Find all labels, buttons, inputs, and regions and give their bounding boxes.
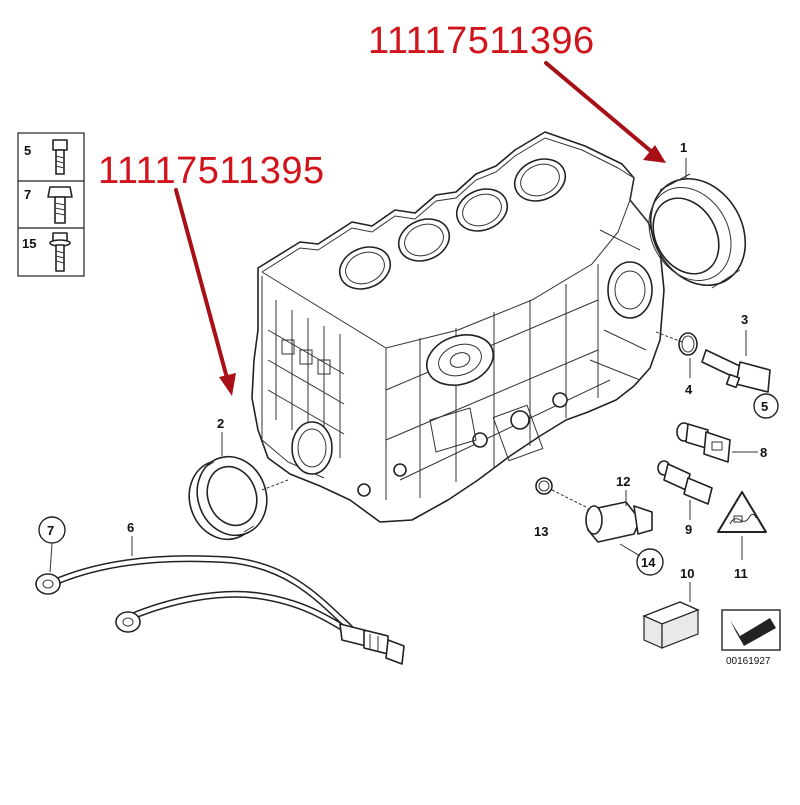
warning-triangle-icon	[717, 491, 767, 533]
part-number-upper: 11117511396	[368, 20, 595, 62]
front-crankshaft-seal	[188, 455, 268, 541]
callout-4: 4	[685, 382, 693, 397]
callout-9: 9	[685, 522, 692, 537]
callout-13: 13	[534, 524, 548, 539]
oil-pressure-switch	[676, 422, 731, 463]
knock-sensor-harness	[35, 555, 405, 665]
socket-head-bolt-icon	[52, 139, 68, 175]
part-number-left: 11117511395	[98, 150, 325, 192]
seal-kit-box	[642, 601, 700, 649]
callout-6: 6	[127, 520, 134, 535]
bolt-legend: 5 7 15	[17, 132, 85, 277]
cylinder-bores	[338, 158, 567, 290]
red-arrow-left	[174, 188, 236, 396]
callout-5: 5	[761, 399, 768, 414]
callout-14: 14	[641, 555, 656, 570]
engine-block	[251, 131, 665, 523]
collar-bolt-icon	[49, 232, 71, 272]
vanos-solenoid	[535, 477, 653, 543]
temperature-sensor	[657, 460, 713, 505]
callout-14-circle	[636, 548, 664, 576]
callout-11: 11	[734, 566, 748, 581]
callout-5-circle	[753, 393, 779, 419]
callout-3: 3	[741, 312, 748, 327]
legend-num-15: 15	[22, 236, 36, 251]
legend-num-5: 5	[24, 143, 31, 158]
callout-2: 2	[217, 416, 224, 431]
callout-10: 10	[680, 566, 694, 581]
red-arrow-upper	[544, 61, 666, 163]
arrow-icon	[730, 618, 776, 646]
rear-crankshaft-seal	[648, 173, 747, 289]
diagram-reference: 00161927	[721, 609, 781, 667]
callout-1: 1	[680, 140, 687, 155]
diagram-ref-number: 00161927	[726, 656, 771, 667]
legend-num-7: 7	[24, 187, 31, 202]
callout-8: 8	[760, 445, 767, 460]
callout-7-circle	[38, 516, 66, 544]
crank-sensor	[678, 332, 771, 393]
hex-head-bolt-icon	[47, 186, 73, 224]
callout-7: 7	[47, 523, 54, 538]
callout-12: 12	[616, 474, 630, 489]
